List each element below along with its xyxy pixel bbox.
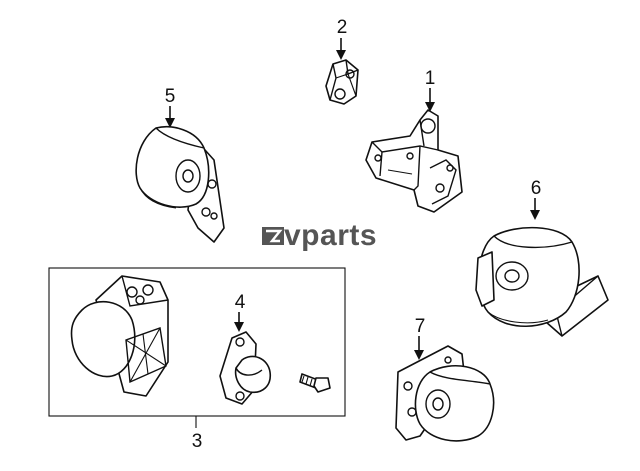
callout-1: 1 (425, 68, 436, 89)
part-1-bracket (365, 109, 463, 213)
callout-6: 6 (531, 178, 542, 199)
callout-7: 7 (415, 316, 426, 337)
callout-2: 2 (337, 17, 348, 38)
part-5-mount (135, 126, 225, 243)
part-6-mount (475, 226, 609, 337)
callout-5: 5 (165, 86, 176, 107)
callout-4: 4 (235, 292, 246, 313)
vparts-logo: vparts (262, 219, 377, 252)
logo-text: vparts (284, 219, 377, 252)
callout-arrows (165, 38, 540, 360)
part-4-pad (219, 331, 272, 405)
callout-3: 3 (192, 431, 203, 452)
part-7-mount (395, 345, 495, 442)
logo-mark-icon (262, 227, 284, 245)
part-3-mount (70, 275, 169, 397)
part-2-bracket (325, 59, 359, 105)
part-3-kit-box (48, 267, 346, 428)
bolt-icon (299, 373, 331, 393)
